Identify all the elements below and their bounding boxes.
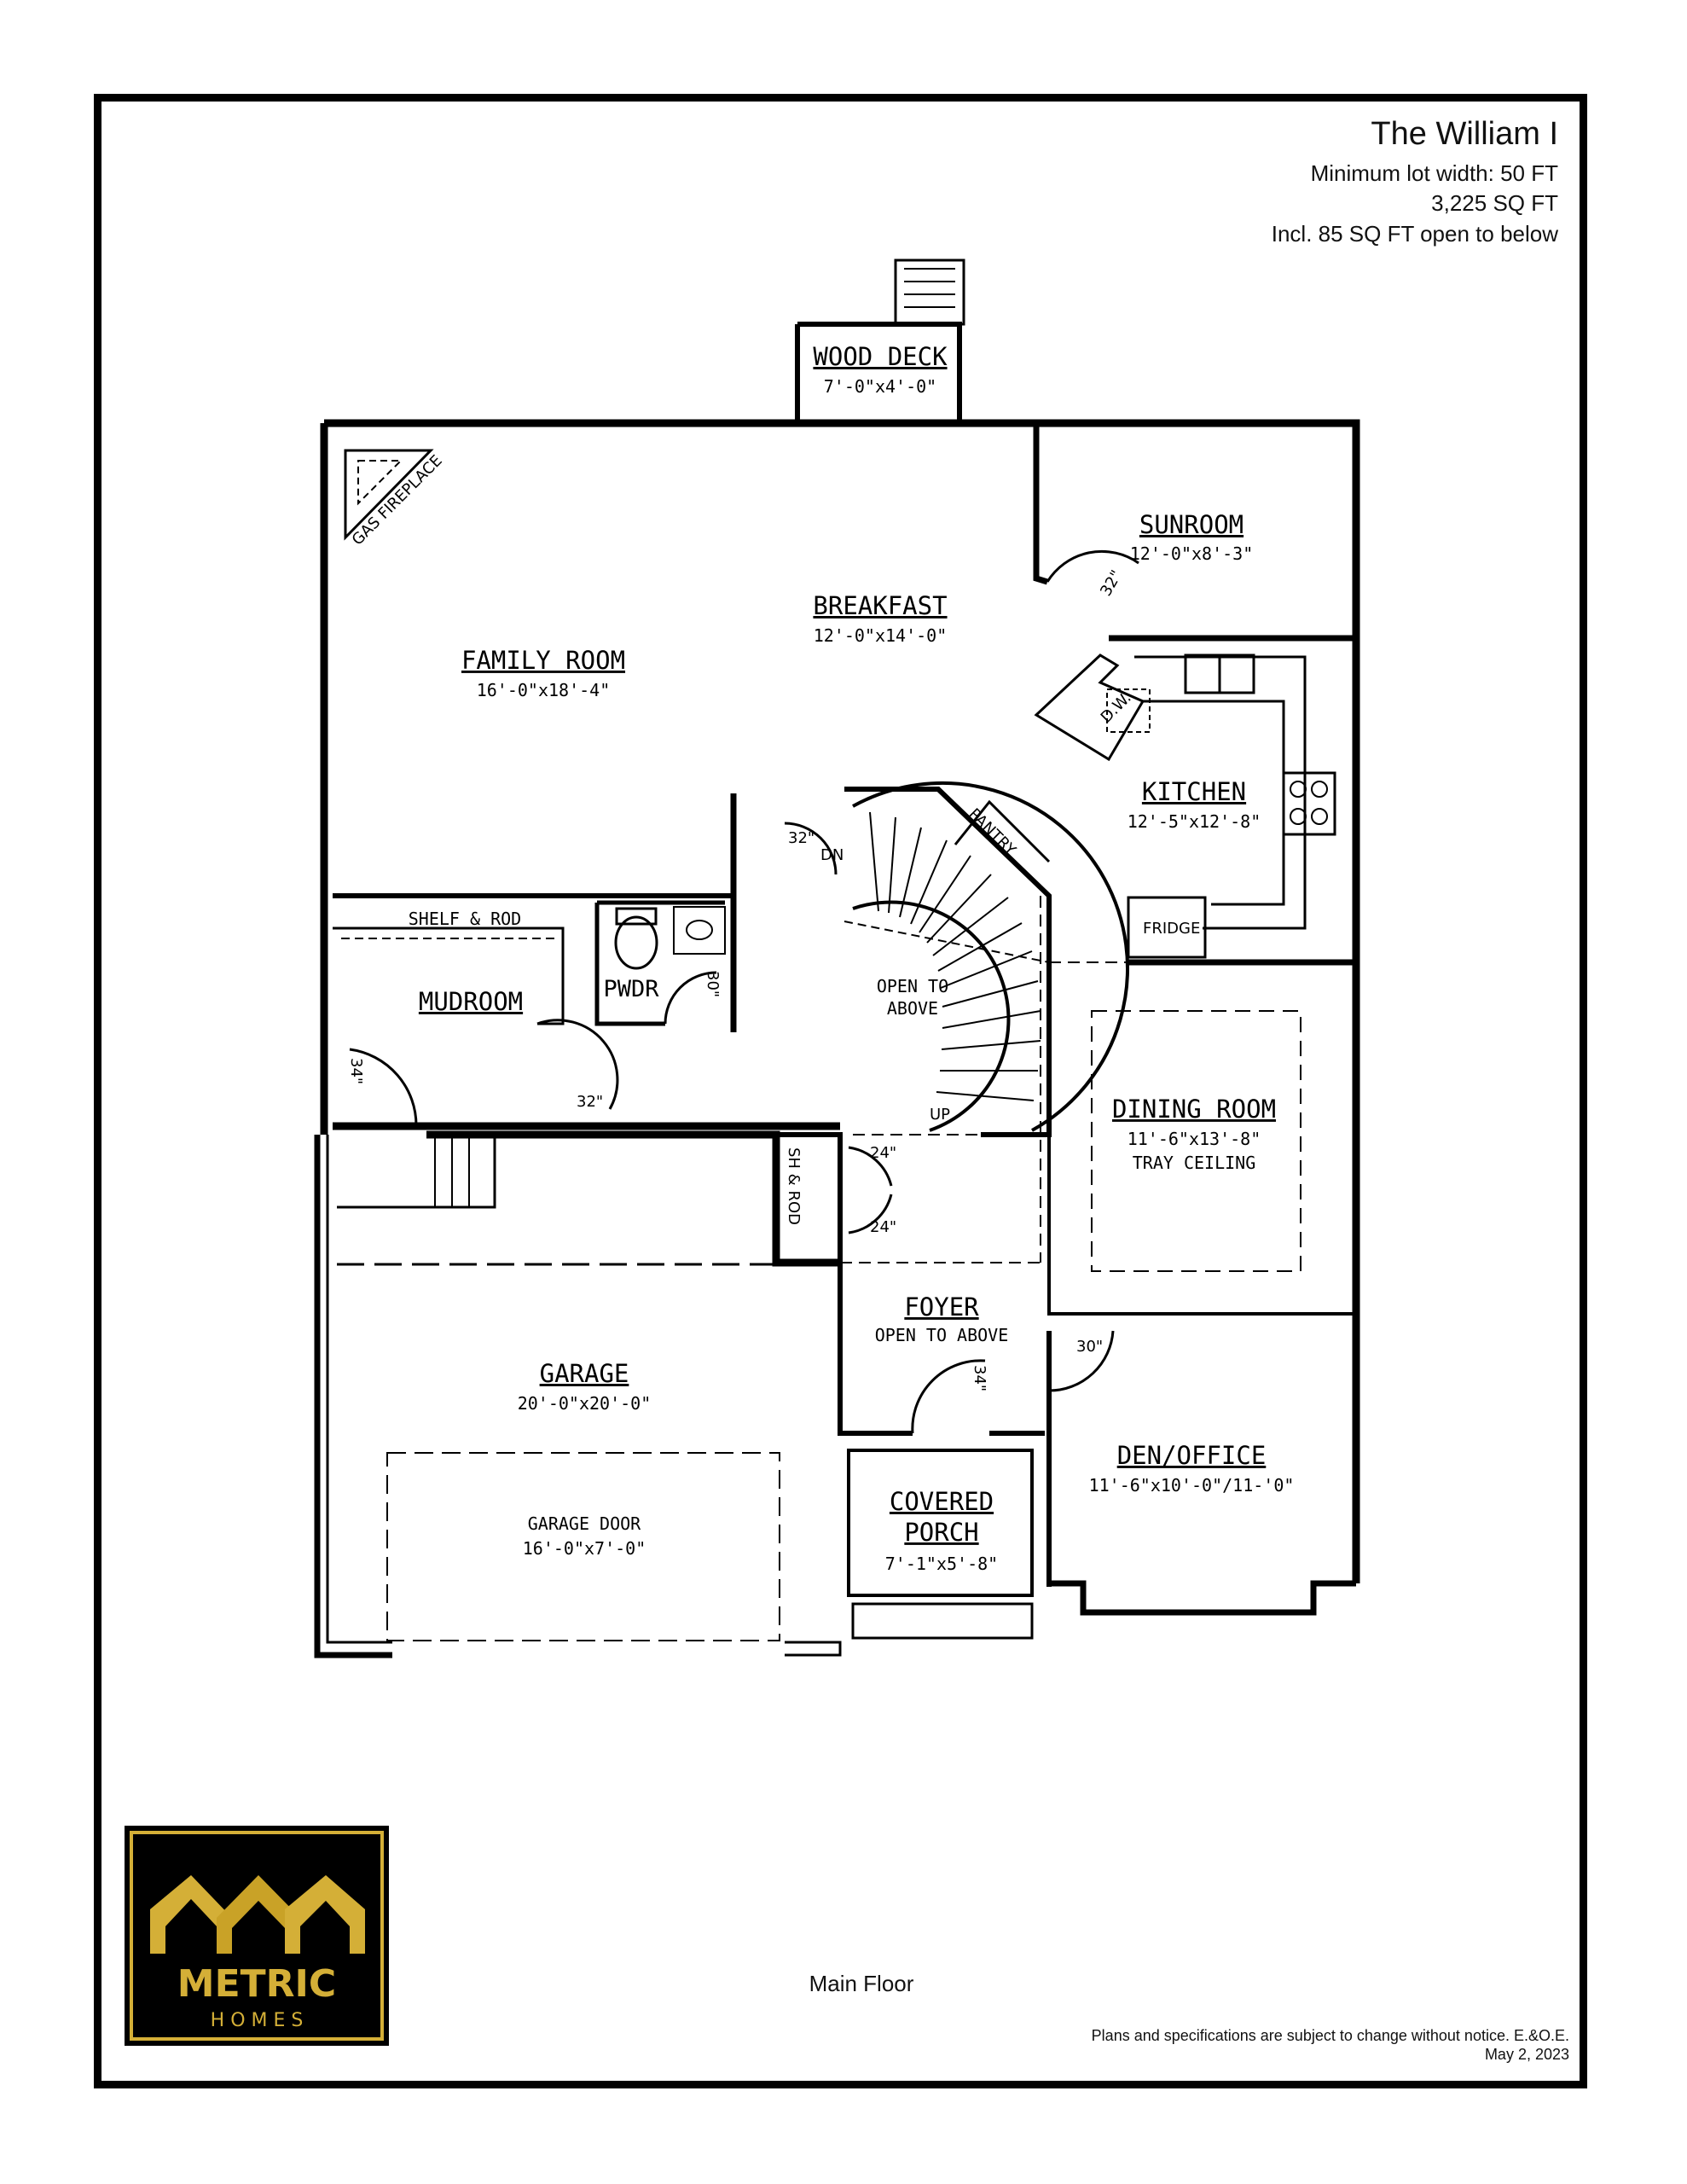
den-office-label: DEN/OFFICE (1117, 1441, 1267, 1470)
sunroom-dims: 12'-0"x8'-3" (1130, 543, 1254, 564)
floor-caption: Main Floor (809, 1971, 914, 1996)
garage-label: GARAGE (540, 1359, 629, 1388)
den-office-dims: 11'-6"x10'-0"/11-'0" (1089, 1475, 1295, 1496)
front-door-width: 34" (971, 1365, 988, 1391)
pantry-label: PANTRY (965, 805, 1019, 860)
garage-door-dims: 16'-0"x7'-0" (523, 1538, 646, 1559)
covered-porch-dims: 7'-1"x5'-8" (885, 1554, 998, 1574)
lot-width: Minimum lot width: 50 FT (1310, 160, 1558, 186)
open-to-above-line1: OPEN TO (877, 976, 948, 996)
stair-up-label: UP (930, 1106, 950, 1124)
gas-fireplace-label: GAS FIREPLACE (349, 452, 446, 549)
sunroom-door-width: 32" (1097, 567, 1126, 600)
plan-date: May 2, 2023 (1484, 2046, 1569, 2063)
disclaimer: Plans and specifications are subject to … (1091, 2027, 1569, 2044)
sh-rod-label: SH & ROD (785, 1147, 803, 1225)
foyer-label: FOYER (904, 1292, 979, 1321)
closet-door-width-bottom: 24" (870, 1218, 896, 1236)
metric-homes-logo: METRIC H O M E S (125, 1826, 389, 2046)
fridge-label: FRIDGE (1143, 920, 1200, 938)
family-room-dims: 16'-0"x18'-4" (477, 680, 611, 700)
logo-tagline: H O M E S (211, 2010, 304, 2031)
dining-room-note: TRAY CEILING (1133, 1153, 1256, 1173)
foyer-note: OPEN TO ABOVE (875, 1325, 1009, 1345)
garage-dims: 20'-0"x20'-0" (518, 1393, 652, 1414)
mudroom-label: MUDROOM (419, 987, 523, 1016)
wood-deck-label: WOOD DECK (813, 342, 948, 371)
powder-room-label: PWDR (603, 976, 659, 1002)
den-door-width: 30" (1076, 1338, 1103, 1356)
garage-door-label: GARAGE DOOR (528, 1513, 641, 1534)
square-footage: 3,225 SQ FT (1431, 190, 1558, 216)
page-frame (94, 94, 1587, 2088)
shelf-rod-label: SHELF & ROD (409, 909, 521, 929)
kitchen-label: KITCHEN (1142, 777, 1246, 806)
breakfast-dims: 12'-0"x14'-0" (814, 625, 948, 646)
covered-porch-label-1: COVERED (890, 1487, 994, 1516)
logo-wordmark: METRIC (177, 1962, 336, 2006)
stair-down-label: DN (820, 846, 844, 864)
plan-walls (314, 258, 1360, 1658)
open-to-above-line2: ABOVE (887, 998, 938, 1019)
dining-room-label: DINING ROOM (1112, 1095, 1276, 1124)
mudroom-door-width: 32" (577, 1093, 603, 1111)
breakfast-label: BREAKFAST (813, 591, 947, 620)
family-room-label: FAMILY ROOM (461, 646, 625, 675)
plan-title: The William I (1371, 116, 1558, 152)
garage-entry-door-width: 34" (347, 1058, 365, 1084)
open-to-below-note: Incl. 85 SQ FT open to below (1271, 221, 1558, 247)
sunroom-label: SUNROOM (1139, 510, 1244, 539)
covered-porch-label-2: PORCH (904, 1518, 978, 1547)
closet-door-width-top: 24" (870, 1144, 896, 1162)
wood-deck-dims: 7'-0"x4'-0" (824, 376, 936, 397)
stair-door-width: 32" (788, 829, 815, 847)
kitchen-dims: 12'-5"x12'-8" (1128, 811, 1261, 832)
powder-door-width: 30" (704, 971, 722, 997)
dining-room-dims: 11'-6"x13'-8" (1128, 1129, 1261, 1149)
